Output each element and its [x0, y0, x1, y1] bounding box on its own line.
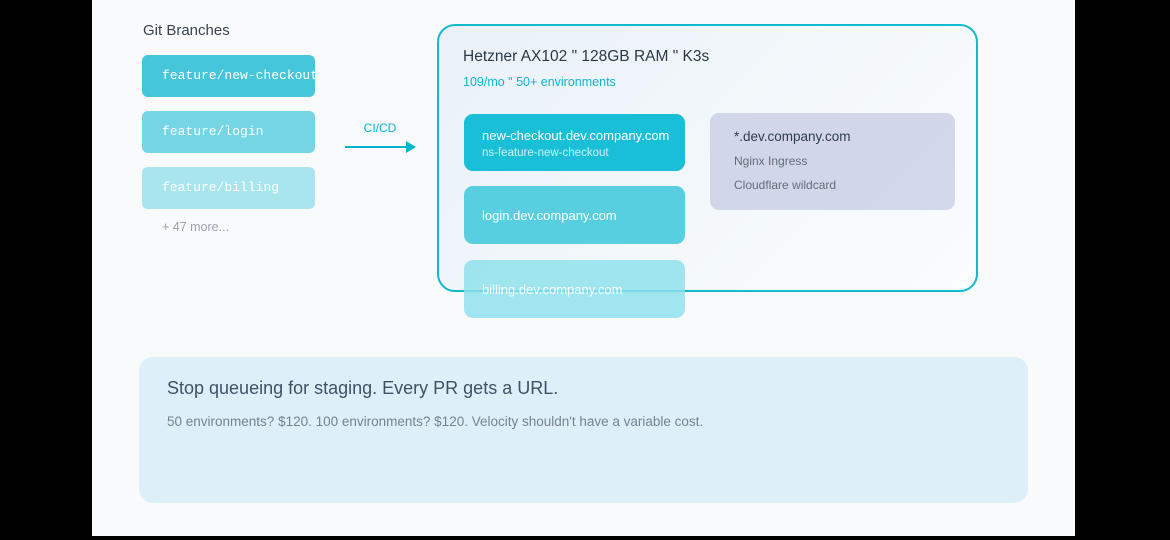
banner-body: 50 environments? $120. 100 environments?… — [167, 414, 704, 429]
cluster-subtitle: 109/mo " 50+ environments — [463, 75, 616, 89]
ingress-card-line: Nginx Ingress — [734, 154, 808, 168]
branch-pill-login: feature/login — [142, 111, 315, 153]
cluster-card: Hetzner AX102 " 128GB RAM " K3s 109/mo "… — [437, 24, 978, 318]
ingress-card: *.dev.company.com Nginx Ingress Cloudfla… — [710, 113, 955, 210]
cicd-arrow-line — [345, 146, 408, 148]
env-box-login: login.dev.company.com — [464, 186, 685, 244]
ingress-card-title: *.dev.company.com — [734, 129, 851, 144]
content-stage: Git Branches feature/new-checkout featur… — [92, 0, 1075, 536]
env-domain: new-checkout.dev.company.com — [482, 128, 670, 143]
cluster-title: Hetzner AX102 " 128GB RAM " K3s — [463, 48, 710, 65]
env-box-billing: billing.dev.company.com — [464, 260, 685, 318]
env-box-new-checkout: new-checkout.dev.company.com ns-feature-… — [464, 114, 685, 171]
branches-panel-title: Git Branches — [143, 22, 230, 39]
env-domain: billing.dev.company.com — [482, 281, 623, 297]
branch-pill-new-checkout: feature/new-checkout — [142, 55, 315, 97]
branch-pill-billing: feature/billing — [142, 167, 315, 209]
banner-heading: Stop queueing for staging. Every PR gets… — [167, 378, 559, 398]
ingress-card-line: Cloudflare wildcard — [734, 178, 837, 192]
value-prop-banner: Stop queueing for staging. Every PR gets… — [139, 357, 1028, 503]
env-domain: login.dev.company.com — [482, 207, 617, 223]
env-namespace: ns-feature-new-checkout — [482, 147, 609, 159]
branches-more-label: + 47 more... — [162, 220, 230, 234]
cicd-arrow-label: CI/CD — [363, 121, 397, 135]
cicd-arrow-icon — [406, 141, 416, 153]
